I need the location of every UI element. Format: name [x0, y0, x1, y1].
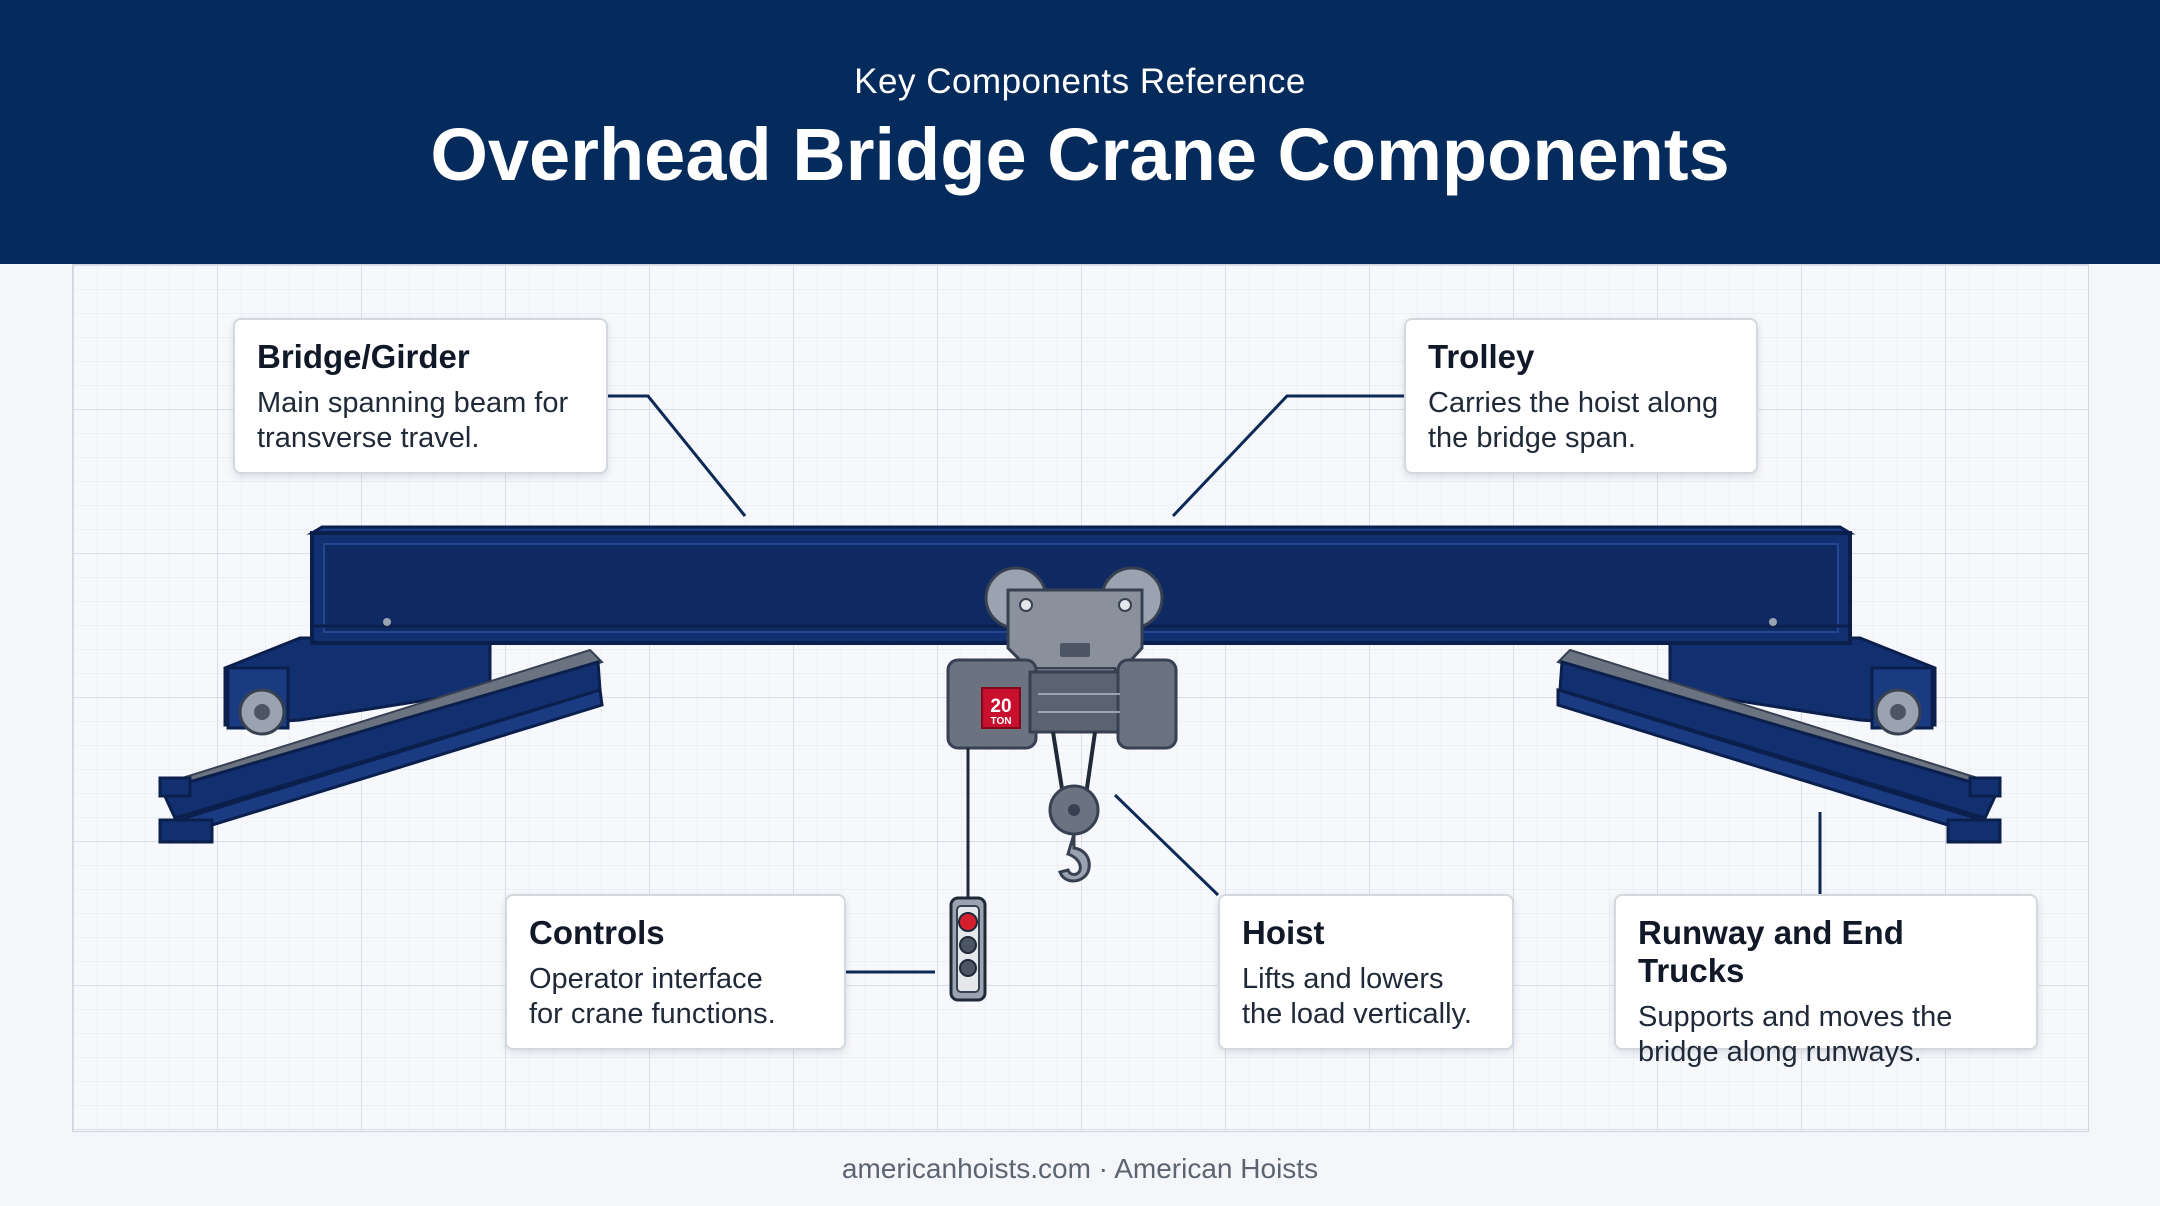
callout-line: Supports and moves the — [1638, 1001, 1953, 1033]
capacity-value: 20 — [990, 696, 1011, 717]
pendant-control — [949, 896, 987, 1002]
callout-trolley: Trolley Carries the hoist along the brid… — [1404, 318, 1758, 474]
callout-title: Runway and End Trucks — [1638, 914, 1904, 989]
hook-icon — [1058, 833, 1091, 883]
callout-description: Supports and moves the bridge along runw… — [1638, 1000, 2014, 1070]
capacity-badge — [981, 687, 1021, 729]
callout-line: the load vertically. — [1242, 998, 1472, 1030]
callout-title: Controls — [529, 914, 665, 951]
callout-line: Operator interface — [529, 963, 763, 995]
trolley-leader-line — [1171, 394, 1404, 518]
callout-bridge-girder: Bridge/Girder Main spanning beam for tra… — [233, 318, 608, 474]
page-subtitle: Key Components Reference — [854, 62, 1306, 101]
callout-line: bridge along runways. — [1638, 1036, 1922, 1068]
callout-runway-end-trucks: Runway and End Trucks Supports and moves… — [1614, 894, 2038, 1068]
footer-credit[interactable]: americanhoists.com · American Hoists — [841, 1153, 1319, 1184]
callout-title: Bridge/Girder — [257, 338, 470, 375]
callout-hoist: Hoist Lifts and lowers the load vertical… — [1218, 894, 1514, 1050]
right-runway-assembly — [1556, 636, 2002, 844]
callout-line: for crane functions. — [529, 998, 776, 1030]
callout-line: transverse travel. — [257, 422, 480, 454]
callout-description: Lifts and lowers the load vertically. — [1242, 962, 1490, 1032]
callout-controls: Controls Operator interface for crane fu… — [505, 894, 846, 1050]
callout-description: Main spanning beam for transverse travel… — [257, 386, 584, 456]
header-banner: Key Components Reference Overhead Bridge… — [0, 0, 2160, 264]
pendant-button-icon — [959, 936, 977, 954]
capacity-unit: TON — [991, 716, 1012, 727]
hoist-leader-line — [1113, 793, 1220, 897]
leader-lines — [608, 394, 1822, 974]
stop-button-icon — [958, 912, 978, 932]
left-runway-assembly — [158, 636, 604, 844]
callout-title: Hoist — [1242, 914, 1325, 951]
hoist: 20 TON — [946, 658, 1178, 900]
callout-line: the bridge span. — [1428, 422, 1636, 454]
callout-title: Trolley — [1428, 338, 1535, 375]
page-title: Overhead Bridge Crane Components — [430, 113, 1730, 196]
callout-line: Main spanning beam for — [257, 387, 569, 419]
callout-description: Operator interface for crane functions. — [529, 962, 822, 1032]
callout-description: Carries the hoist along the bridge span. — [1428, 386, 1734, 456]
pendant-button-icon — [959, 959, 977, 977]
callout-line: Lifts and lowers — [1242, 963, 1444, 995]
callout-line: Carries the hoist along — [1428, 387, 1719, 419]
bridge-leader-line — [608, 394, 747, 517]
